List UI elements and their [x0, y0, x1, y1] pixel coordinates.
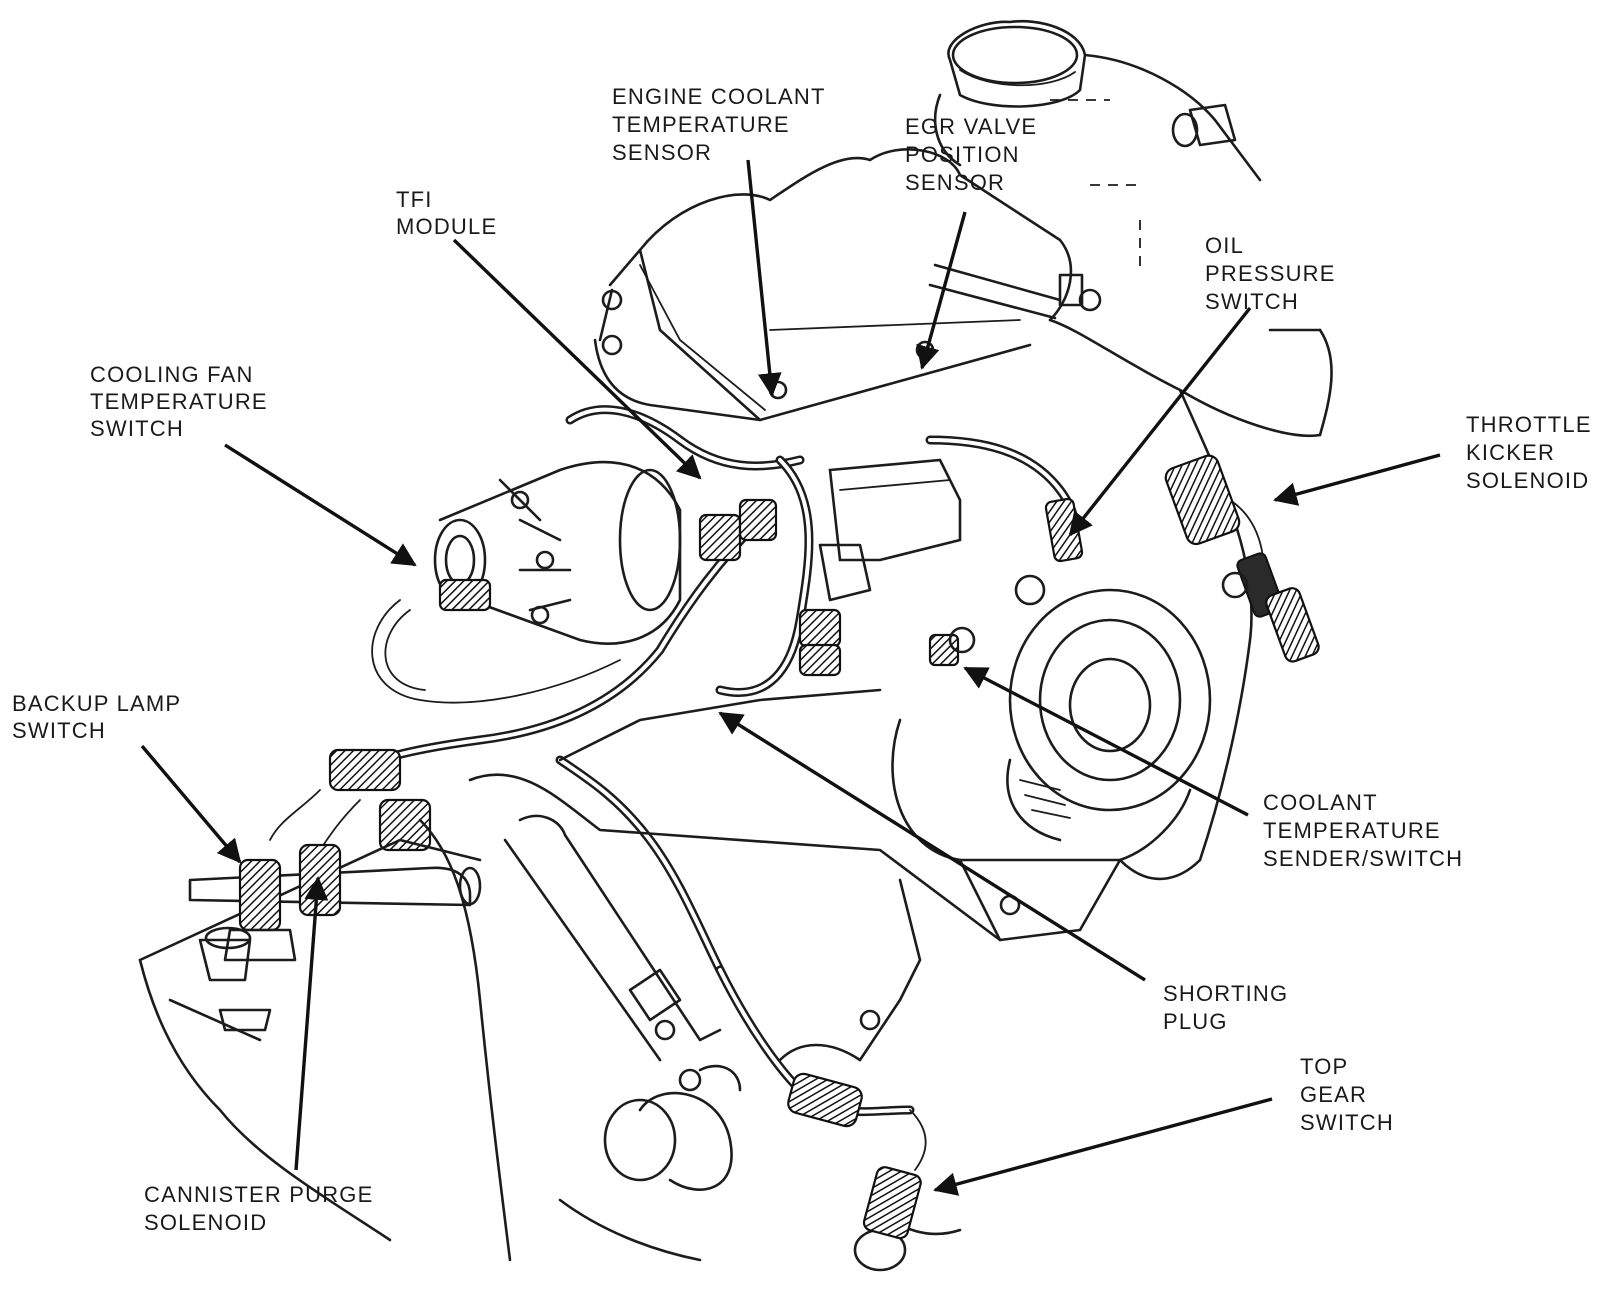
label-backup-lamp-switch: BACKUP LAMP SWITCH	[12, 691, 188, 743]
label-egr-valve-position-sensor: EGR VALVE POSITION SENSOR	[905, 114, 1045, 195]
label-shorting-plug: SHORTING PLUG	[1163, 981, 1296, 1034]
leader-top-gear-switch	[933, 1097, 1273, 1196]
top-gear-switch-body	[787, 1072, 927, 1240]
egr-valve	[928, 263, 1102, 320]
callout-labels: ENGINE COOLANT TEMPERATURE SENSOR EGR VA…	[12, 84, 1599, 1235]
label-top-gear-switch: TOP GEAR SWITCH	[1300, 1054, 1394, 1135]
label-coolant-temperature-sender-switch: COOLANT TEMPERATURE SENDER/SWITCH	[1263, 790, 1463, 871]
purge-solenoid-tubes	[188, 843, 482, 962]
label-oil-pressure-switch: OIL PRESSURE SWITCH	[1205, 233, 1343, 314]
leader-backup-lamp-switch	[140, 744, 242, 864]
label-throttle-kicker-solenoid: THROTTLE KICKER SOLENOID	[1466, 412, 1599, 493]
leader-oil-pressure-switch	[1068, 306, 1252, 537]
leader-tfi-module	[452, 238, 702, 480]
leader-engine-coolant-temperature-sensor	[746, 159, 782, 397]
leader-throttle-kicker-solenoid	[1273, 453, 1441, 506]
tfi-module-body	[818, 458, 962, 602]
leader-coolant-temperature-sender-switch	[963, 666, 1249, 817]
label-engine-coolant-temperature-sensor: ENGINE COOLANT TEMPERATURE SENSOR	[612, 84, 833, 165]
leader-cannister-purge-solenoid	[294, 876, 329, 1171]
leader-lines	[140, 159, 1441, 1196]
distributor	[433, 460, 682, 645]
throttle-kicker-solenoid-body	[1164, 454, 1320, 663]
engine-illustration	[138, 19, 1333, 1272]
leader-shorting-plug	[718, 711, 1146, 982]
label-cannister-purge-solenoid: CANNISTER PURGE SOLENOID	[144, 1182, 381, 1235]
label-tfi-module: TFI MODULE	[396, 187, 497, 239]
leader-egr-valve-position-sensor	[916, 211, 967, 370]
filler-cap	[933, 19, 1087, 167]
pulley	[1006, 588, 1212, 842]
label-cooling-fan-temperature-switch: COOLING FAN TEMPERATURE SWITCH	[90, 362, 275, 441]
leader-cooling-fan-temperature-switch	[224, 443, 417, 567]
